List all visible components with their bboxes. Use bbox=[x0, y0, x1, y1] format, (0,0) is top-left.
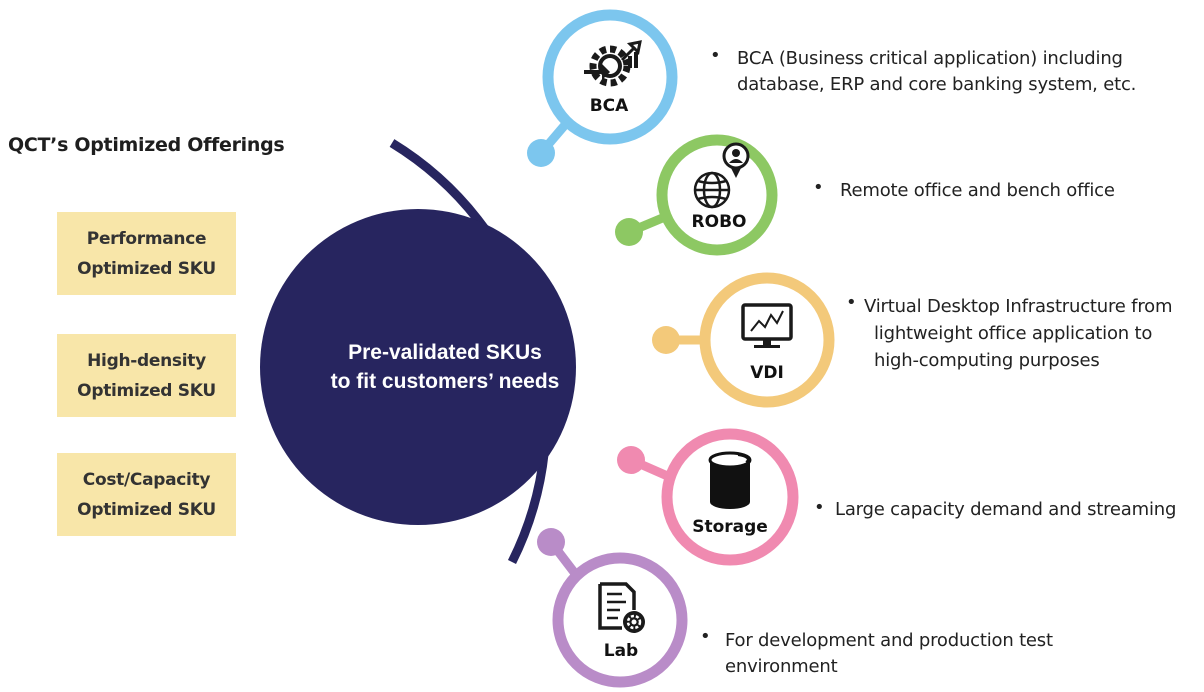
robo-node bbox=[615, 134, 778, 256]
robo-description-line1: Remote office and bench office bbox=[840, 180, 1115, 201]
globe-person-icon bbox=[693, 142, 750, 209]
sku-box-line1: Cost/Capacity bbox=[82, 469, 211, 490]
storage-node bbox=[617, 428, 799, 566]
bullet-icon: • bbox=[813, 177, 824, 198]
sku-box-high-density: High-density Optimized SKU bbox=[57, 334, 236, 417]
center-caption-line1: Pre-validated SKUs bbox=[348, 341, 542, 364]
storage-label: Storage bbox=[692, 517, 768, 537]
gear-arrows-icon bbox=[584, 40, 642, 87]
bca-label: BCA bbox=[589, 96, 629, 116]
lab-description-line2: environment bbox=[725, 656, 838, 677]
center-circle bbox=[260, 209, 576, 525]
bca-description: BCA (Business critical application) incl… bbox=[737, 46, 1136, 98]
lab-label: Lab bbox=[603, 641, 639, 661]
vdi-description-line3: high-computing purposes bbox=[874, 350, 1100, 371]
vdi-node bbox=[652, 272, 835, 408]
vdi-description: Virtual Desktop Infrastructure from ligh… bbox=[864, 293, 1172, 374]
robo-description: Remote office and bench office bbox=[840, 178, 1115, 204]
lab-description-line1: For development and production test bbox=[725, 630, 1053, 651]
database-icon bbox=[708, 451, 752, 509]
storage-description: Large capacity demand and streaming bbox=[835, 497, 1176, 523]
bullet-icon: • bbox=[846, 292, 857, 313]
vdi-description-line2: lightweight office application to bbox=[874, 323, 1153, 344]
sku-box-line2: Optimized SKU bbox=[77, 499, 216, 520]
lab-node bbox=[537, 528, 688, 688]
bullet-icon: • bbox=[710, 45, 721, 66]
storage-description-line1: Large capacity demand and streaming bbox=[835, 499, 1177, 520]
center-caption-line2: to fit customers’ needs bbox=[330, 370, 560, 393]
page-title: QCT’s Optimized Offerings bbox=[8, 134, 285, 156]
sku-box-cost-capacity: Cost/Capacity Optimized SKU bbox=[57, 453, 236, 536]
sku-box-performance: Performance Optimized SKU bbox=[57, 212, 236, 295]
bullet-icon: • bbox=[814, 497, 825, 518]
robo-label: ROBO bbox=[691, 212, 747, 232]
sku-box-line1: Performance bbox=[86, 228, 207, 249]
sku-box-line1: High-density bbox=[87, 350, 206, 371]
document-gear-icon bbox=[598, 582, 645, 633]
vdi-label: VDI bbox=[750, 363, 784, 383]
lab-description: For development and production test envi… bbox=[725, 628, 1053, 680]
bca-description-line1: BCA (Business critical application) incl… bbox=[737, 48, 1123, 69]
bullet-icon: • bbox=[700, 626, 711, 647]
monitor-chart-icon bbox=[741, 303, 793, 348]
bca-node bbox=[527, 9, 678, 167]
sku-box-line2: Optimized SKU bbox=[77, 258, 216, 279]
sku-box-line2: Optimized SKU bbox=[77, 380, 216, 401]
center-caption: Pre-validated SKUs to fit customers’ nee… bbox=[278, 338, 612, 396]
vdi-description-line1: Virtual Desktop Infrastructure from bbox=[864, 296, 1173, 317]
bca-description-line2: database, ERP and core banking system, e… bbox=[737, 74, 1137, 95]
